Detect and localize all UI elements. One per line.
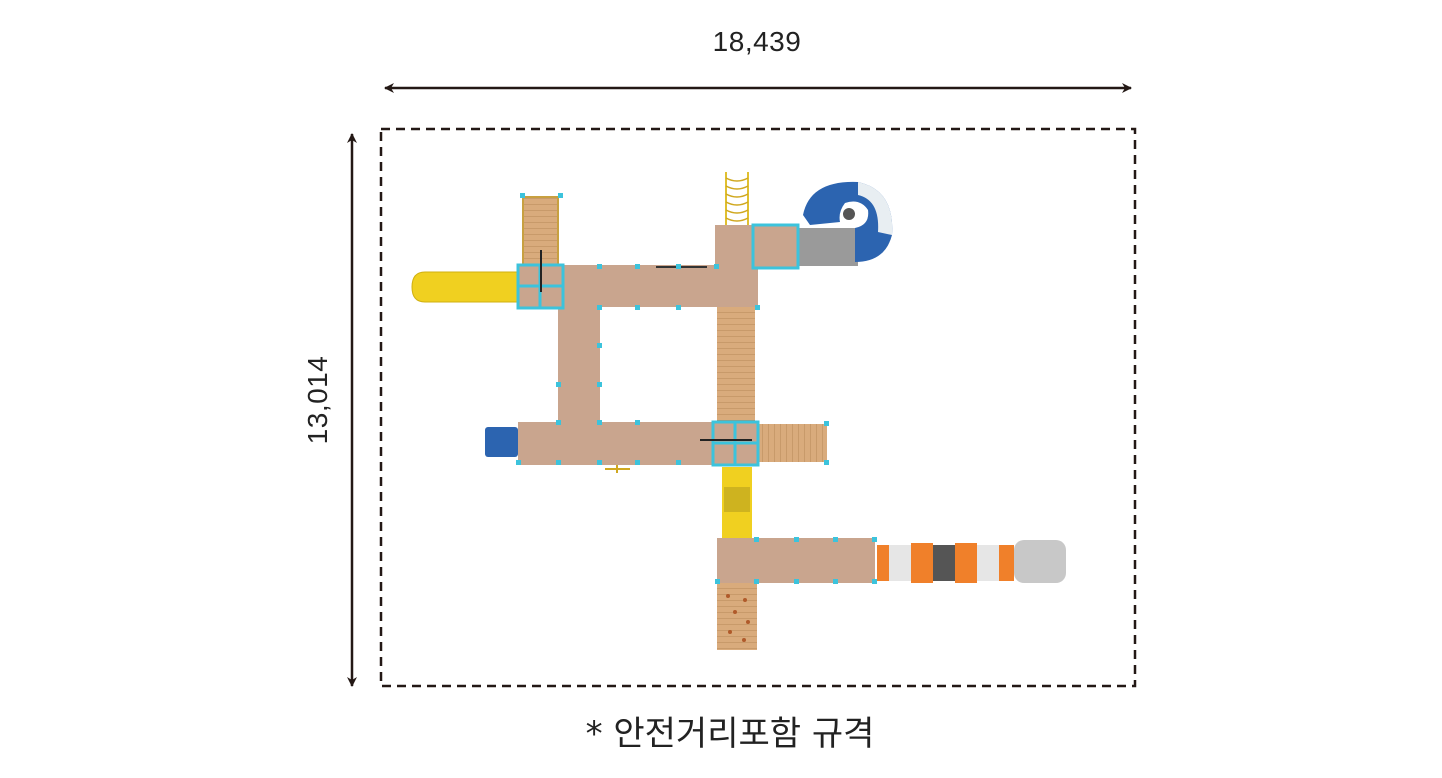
deck-left-column <box>558 307 600 422</box>
playground-structure <box>411 172 1066 650</box>
stair-right-column <box>717 307 755 422</box>
blue-tunnel <box>485 427 518 457</box>
caption: * 안전거리포함 규격 <box>585 714 875 754</box>
deck-bottom-row <box>518 422 713 465</box>
spiral-slide <box>798 181 893 266</box>
ladder <box>725 172 749 225</box>
safety-zone-boundary <box>379 127 1137 688</box>
climbing-wall <box>717 583 757 650</box>
tower-frame-top-right <box>751 223 800 270</box>
height-dimension-label: 13,014 <box>302 355 333 445</box>
width-dimension-label: 18,439 <box>712 26 802 57</box>
deck-top-row <box>563 265 758 307</box>
deck-bottom-extension <box>717 538 875 583</box>
stair-bottom-right <box>758 424 827 462</box>
deck-top-tower <box>715 225 753 265</box>
yellow-slide <box>411 271 518 303</box>
seesaw <box>605 465 630 473</box>
tube-slide <box>877 540 1066 583</box>
